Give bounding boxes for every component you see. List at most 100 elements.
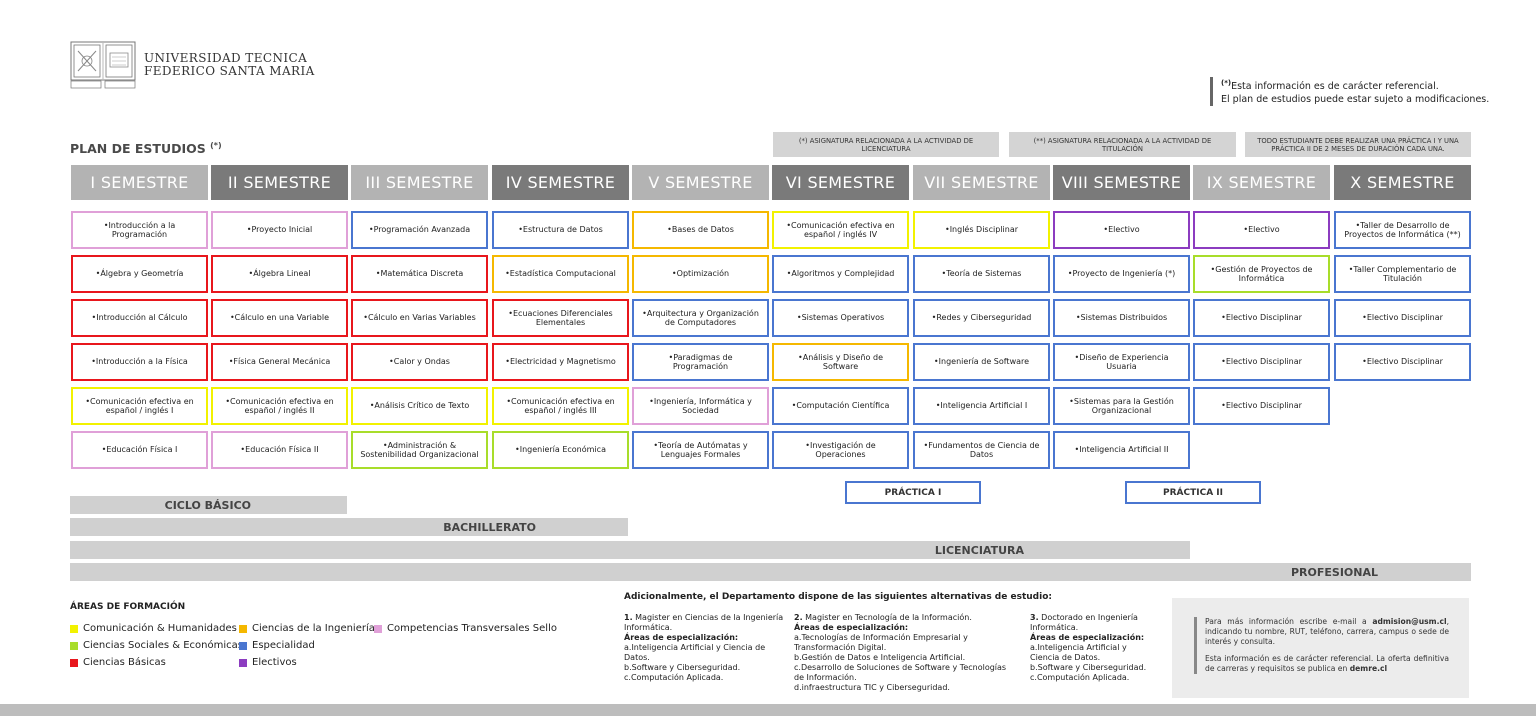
- note-practicas: TODO ESTUDIANTE DEBE REALIZAR UNA PRÁCTI…: [1245, 132, 1471, 157]
- course-box: •Inglés Disciplinar: [913, 211, 1050, 249]
- cycle-licenciatura: LICENCIATURA: [70, 541, 1190, 559]
- semester-header-6: VI SEMESTRE: [772, 165, 909, 200]
- course-box: •Electivo Disciplinar: [1334, 299, 1471, 337]
- legend-ciencias-basicas: Ciencias Básicas: [70, 657, 166, 668]
- course-box: •Matemática Discreta: [351, 255, 488, 293]
- legend-comunicacion: Comunicación & Humanidades: [70, 623, 237, 634]
- alternative-program-1: 1. Magister en Ciencias de la Ingeniería…: [624, 613, 784, 682]
- contact-info-box: Para más información escribe e-mail a ad…: [1172, 598, 1469, 698]
- semester-header-7: VII SEMESTRE: [913, 165, 1050, 200]
- course-box: •Comunicación efectiva en español / ingl…: [71, 387, 208, 425]
- alternative-program-3: 3. Doctorado en Ingeniería Informática. …: [1030, 613, 1147, 682]
- legend-swatch: [374, 624, 382, 633]
- course-box: •Fundamentos de Ciencia de Datos: [913, 431, 1050, 469]
- course-box: •Paradigmas de Programación: [632, 343, 769, 381]
- page-title: PLAN DE ESTUDIOS (*): [70, 141, 222, 157]
- course-box: •Educación Física I: [71, 431, 208, 469]
- course-box: •Electivo Disciplinar: [1193, 387, 1330, 425]
- course-box: •Análisis y Diseño de Software: [772, 343, 909, 381]
- course-box: •Programación Avanzada: [351, 211, 488, 249]
- semester-header-5: V SEMESTRE: [632, 165, 769, 200]
- legend-swatch: [70, 641, 78, 650]
- university-logo: [70, 41, 136, 89]
- course-box: •Electivo Disciplinar: [1193, 343, 1330, 381]
- areas-title: ÁREAS DE FORMACIÓN: [70, 602, 186, 612]
- course-box: •Sistemas Operativos: [772, 299, 909, 337]
- course-box: •Análisis Crítico de Texto: [351, 387, 488, 425]
- alternative-program-2: 2. Magister en Tecnología de la Informac…: [794, 613, 1007, 692]
- cycle-ciclo-basico: CICLO BÁSICO: [70, 496, 347, 514]
- note-titulacion: (**) ASIGNATURA RELACIONADA A LA ACTIVID…: [1009, 132, 1236, 157]
- course-box: •Ecuaciones Diferenciales Elementales: [492, 299, 629, 337]
- disclaimer-note: (*)Esta información es de carácter refer…: [1210, 77, 1489, 107]
- legend-swatch: [70, 658, 78, 667]
- course-box: •Comunicación efectiva en español / ingl…: [492, 387, 629, 425]
- course-box: •Sistemas Distribuidos: [1053, 299, 1190, 337]
- course-box: •Cálculo en Varias Variables: [351, 299, 488, 337]
- course-box: •Ingeniería, Informática y Sociedad: [632, 387, 769, 425]
- legend-swatch: [239, 641, 247, 650]
- course-box: •Álgebra Lineal: [211, 255, 348, 293]
- semester-header-3: III SEMESTRE: [351, 165, 488, 200]
- course-box: •Diseño de Experiencia Usuaria: [1053, 343, 1190, 381]
- course-box: •Álgebra y Geometría: [71, 255, 208, 293]
- cycle-bachillerato: BACHILLERATO: [70, 518, 628, 536]
- note-licenciatura: (*) ASIGNATURA RELACIONADA A LA ACTIVIDA…: [773, 132, 999, 157]
- course-box: •Electivo: [1053, 211, 1190, 249]
- legend-competencias: Competencias Transversales Sello: [374, 623, 557, 634]
- semester-header-9: IX SEMESTRE: [1193, 165, 1330, 200]
- course-box: •Taller Complementario de Titulación: [1334, 255, 1471, 293]
- alternatives-title: Adicionalmente, el Departamento dispone …: [624, 592, 1052, 602]
- course-box: •Arquitectura y Organización de Computad…: [632, 299, 769, 337]
- course-box: •Estructura de Datos: [492, 211, 629, 249]
- course-box: •Ingeniería de Software: [913, 343, 1050, 381]
- course-box: •Introducción a la Programación: [71, 211, 208, 249]
- contact-info-text: Para más información escribe e-mail a ad…: [1194, 617, 1449, 675]
- course-box: •Teoría de Sistemas: [913, 255, 1050, 293]
- legend-swatch: [239, 624, 247, 633]
- course-box: •Estadística Computacional: [492, 255, 629, 293]
- footer-bar: [0, 704, 1536, 716]
- course-box: •Computación Científica: [772, 387, 909, 425]
- course-box: •Administración & Sostenibilidad Organiz…: [351, 431, 488, 469]
- cycle-profesional: PROFESIONAL: [70, 563, 1471, 581]
- website-link[interactable]: demre.cl: [1349, 663, 1388, 673]
- course-box: •Redes y Ciberseguridad: [913, 299, 1050, 337]
- course-box: •Calor y Ondas: [351, 343, 488, 381]
- course-box: •Electivo Disciplinar: [1193, 299, 1330, 337]
- semester-header-10: X SEMESTRE: [1334, 165, 1471, 200]
- course-box: •Electivo Disciplinar: [1334, 343, 1471, 381]
- email-link[interactable]: admision@usm.cl: [1372, 617, 1447, 626]
- course-box: •Investigación de Operaciones: [772, 431, 909, 469]
- course-box: •Comunicación efectiva en español / ingl…: [211, 387, 348, 425]
- legend-swatch: [70, 624, 78, 633]
- legend-ciencias-sociales: Ciencias Sociales & Económicas: [70, 640, 243, 651]
- course-box: •Introducción a la Física: [71, 343, 208, 381]
- course-box: •Cálculo en una Variable: [211, 299, 348, 337]
- legend-especialidad: Especialidad: [239, 640, 315, 651]
- course-box: •Inteligencia Artificial I: [913, 387, 1050, 425]
- semester-header-4: IV SEMESTRE: [492, 165, 629, 200]
- course-box: •Física General Mecánica: [211, 343, 348, 381]
- course-box: •Algoritmos y Complejidad: [772, 255, 909, 293]
- course-box: •Proyecto de Ingeniería (*): [1053, 255, 1190, 293]
- course-box: •Ingeniería Económica: [492, 431, 629, 469]
- course-box: •Introducción al Cálculo: [71, 299, 208, 337]
- legend-electivos: Electivos: [239, 657, 297, 668]
- course-box: •Comunicación efectiva en español / ingl…: [772, 211, 909, 249]
- semester-header-1: I SEMESTRE: [71, 165, 208, 200]
- course-box: •Sistemas para la Gestión Organizacional: [1053, 387, 1190, 425]
- semester-header-2: II SEMESTRE: [211, 165, 348, 200]
- course-box: •Teoría de Autómatas y Lenguajes Formale…: [632, 431, 769, 469]
- practica-1: PRÁCTICA I: [845, 481, 981, 504]
- practica-2: PRÁCTICA II: [1125, 481, 1261, 504]
- course-box: •Optimización: [632, 255, 769, 293]
- course-box: •Proyecto Inicial: [211, 211, 348, 249]
- course-box: •Taller de Desarrollo de Proyectos de In…: [1334, 211, 1471, 249]
- legend-ciencias-ingenieria: Ciencias de la Ingeniería: [239, 623, 375, 634]
- course-box: •Electivo: [1193, 211, 1330, 249]
- course-box: •Inteligencia Artificial II: [1053, 431, 1190, 469]
- course-box: •Educación Física II: [211, 431, 348, 469]
- university-name: UNIVERSIDAD TECNICA FEDERICO SANTA MARIA: [144, 51, 315, 78]
- legend-swatch: [239, 658, 247, 667]
